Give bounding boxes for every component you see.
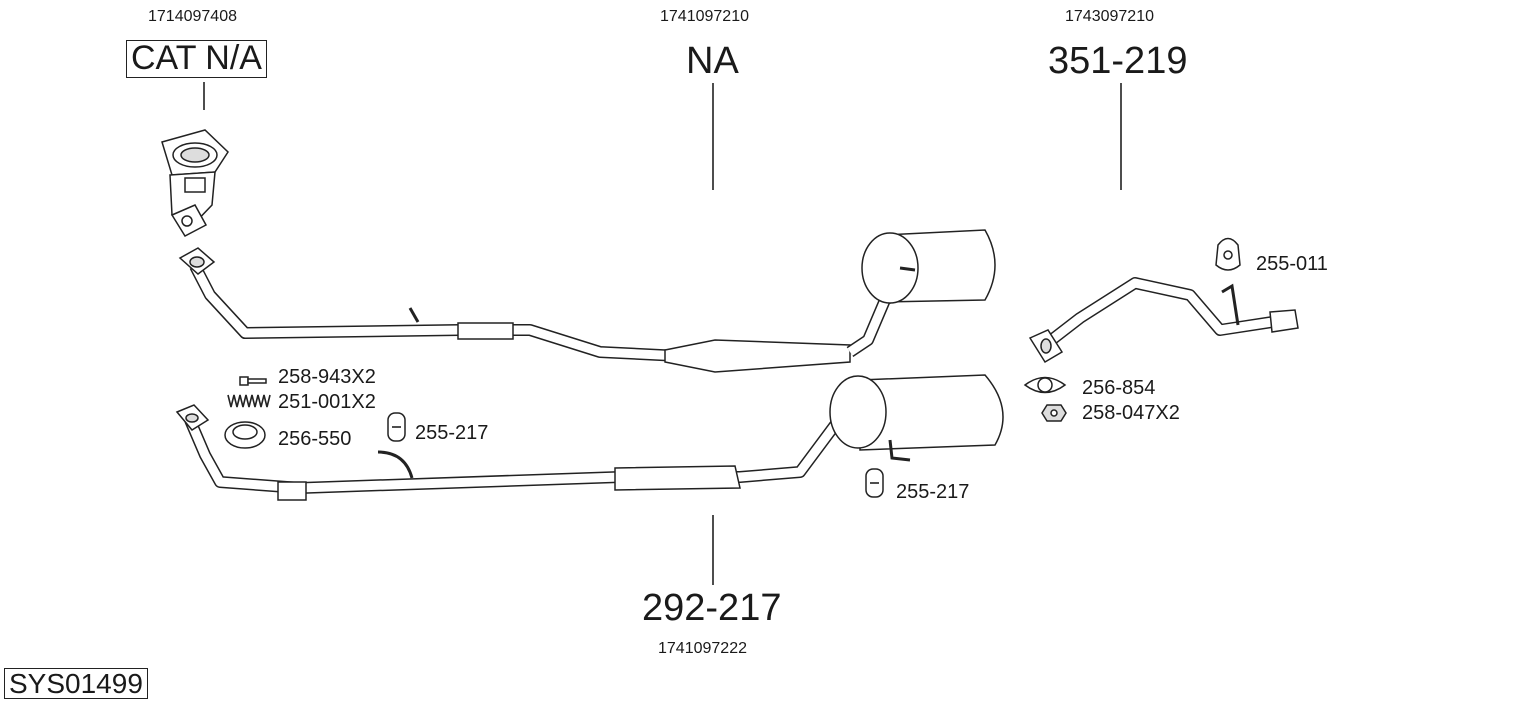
accessory-label: 256-854 (1082, 377, 1156, 399)
oem-number-system: 1741097222 (658, 640, 747, 657)
part-label-cat: CAT N/A (126, 40, 267, 78)
oem-number-tail-pipe: 1743097210 (1065, 8, 1154, 25)
accessory-label: 255-011 (1256, 253, 1328, 275)
accessory-label: 255-217 (896, 481, 970, 503)
part-label-system: 292-217 (642, 587, 782, 629)
rubber-hanger-icon (387, 412, 406, 442)
part-label-na: NA (686, 40, 739, 82)
sealing-ring-icon (224, 421, 266, 449)
rubber-hanger-icon (865, 468, 884, 498)
accessory-label: 258-047X2 (1082, 402, 1180, 424)
diagram-id: SYS01499 (4, 668, 148, 700)
accessory-label: 258-943X2 (278, 366, 376, 388)
gasket-icon (1023, 376, 1067, 394)
front-pipe-assembly-na (178, 229, 996, 373)
part-label-tail-pipe: 351-219 (1048, 40, 1188, 82)
bolt-icon (239, 376, 267, 386)
spring-icon (227, 394, 271, 408)
accessory-label: 256-550 (278, 428, 352, 450)
complete-system-292-217 (175, 374, 1004, 501)
catalytic-converter (161, 129, 229, 237)
accessory-label: 251-001X2 (278, 391, 376, 413)
oem-number-cat: 1714097408 (148, 8, 237, 25)
accessory-label: 255-217 (415, 422, 489, 444)
tail-pipe-351-219 (1028, 277, 1299, 364)
oem-number-na: 1741097210 (660, 8, 749, 25)
nut-icon (1041, 404, 1067, 422)
rubber-hanger-icon (1215, 237, 1241, 271)
